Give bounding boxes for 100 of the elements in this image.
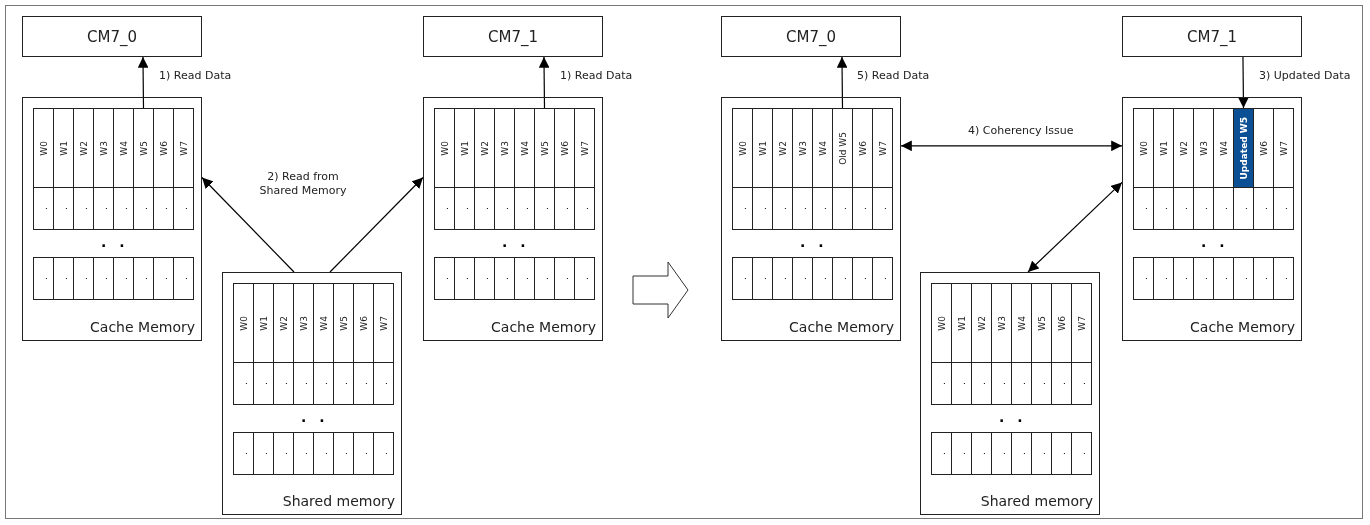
edge-label: 1) Read Data <box>558 69 635 83</box>
memory-cell <box>1071 283 1092 363</box>
memory-label: Cache Memory <box>491 319 596 335</box>
ellipsis-label: . . <box>800 237 828 247</box>
cell-label: . <box>797 207 808 210</box>
cell-label: . <box>278 452 289 455</box>
memory-cell <box>574 257 595 300</box>
core-label: CM7_1 <box>1187 27 1237 46</box>
cell-label: . <box>976 452 987 455</box>
cell-label: . <box>78 207 89 210</box>
memory-cell <box>233 432 254 475</box>
memory-label: Shared memory <box>282 493 395 509</box>
cell-label: . <box>1238 207 1249 210</box>
memory-cell <box>832 257 853 300</box>
memory-cell <box>1193 257 1214 300</box>
memory-cell <box>872 108 893 188</box>
cell-label: . <box>1278 277 1289 280</box>
cell-label: . <box>1076 382 1087 385</box>
memory-cell <box>253 432 274 475</box>
cell-label: . <box>178 207 189 210</box>
cell-label: . <box>479 277 490 280</box>
core-box <box>1122 16 1302 57</box>
memory-label: Shared memory <box>980 493 1093 509</box>
cell-label: . <box>38 207 49 210</box>
cell-label: W7 <box>877 140 888 156</box>
memory-cell <box>173 257 194 300</box>
cell-label: . <box>1258 277 1269 280</box>
cell-label: . <box>258 452 269 455</box>
memory-label: Cache Memory <box>90 319 195 335</box>
cell-label: . <box>499 207 510 210</box>
memory-cell <box>233 362 254 405</box>
memory-cell <box>33 108 54 188</box>
cell-label: . <box>58 207 69 210</box>
memory-cell <box>1031 432 1052 475</box>
cell-label: . <box>38 277 49 280</box>
edge-label: 1) Read Data <box>157 69 234 83</box>
cell-label: . <box>158 277 169 280</box>
cell-label: . <box>996 452 1007 455</box>
core-box <box>22 16 202 57</box>
memory-cell <box>931 432 952 475</box>
cell-label: W0 <box>439 140 450 156</box>
cell-label: W5 <box>138 140 149 156</box>
memory-cell <box>133 257 154 300</box>
core-box <box>423 16 603 57</box>
cell-label: . <box>98 207 109 210</box>
cell-label: . <box>1158 207 1169 210</box>
memory-cell <box>273 432 294 475</box>
cell-label: . <box>439 207 450 210</box>
cell-label: . <box>338 452 349 455</box>
cell-label: . <box>138 277 149 280</box>
cell-label: . <box>118 277 129 280</box>
memory-cell <box>971 432 992 475</box>
cell-label: W4 <box>118 140 129 156</box>
cell-label: . <box>1036 452 1047 455</box>
cell-label: W4 <box>318 315 329 331</box>
memory-cell <box>474 257 495 300</box>
cell-label: . <box>837 277 848 280</box>
memory-cell <box>554 257 575 300</box>
ellipsis-label: . . <box>1201 237 1229 247</box>
cell-label: . <box>338 382 349 385</box>
memory-cell <box>454 257 475 300</box>
cell-label: . <box>158 207 169 210</box>
memory-cell <box>353 432 374 475</box>
memory-cell <box>574 187 595 230</box>
core-label: CM7_0 <box>786 27 836 46</box>
cell-label: . <box>1218 277 1229 280</box>
cell-label: W6 <box>857 140 868 156</box>
memory-cell <box>434 187 455 230</box>
memory-cell <box>732 187 753 230</box>
memory-cell <box>872 257 893 300</box>
cell-label: W1 <box>459 140 470 156</box>
cell-label: . <box>1198 277 1209 280</box>
highlighted-memory-cell <box>1233 108 1254 188</box>
cell-label: . <box>976 382 987 385</box>
cell-label: W7 <box>1278 140 1289 156</box>
cell-label: . <box>519 277 530 280</box>
memory-cell <box>373 432 394 475</box>
memory-block <box>920 272 1100 515</box>
memory-cell <box>1213 257 1234 300</box>
cell-label: . <box>358 382 369 385</box>
cell-label: W4 <box>1016 315 1027 331</box>
arrow <box>201 176 295 273</box>
cell-label: . <box>78 277 89 280</box>
memory-cell <box>1253 257 1274 300</box>
cell-label: . <box>378 452 389 455</box>
cell-label: W5 <box>1036 315 1047 331</box>
cell-label: . <box>956 452 967 455</box>
cell-label: W0 <box>737 140 748 156</box>
cell-label: . <box>318 382 329 385</box>
cell-label: . <box>1016 382 1027 385</box>
cell-label: . <box>579 207 590 210</box>
cell-label: . <box>358 452 369 455</box>
cell-label: W6 <box>1056 315 1067 331</box>
cell-label: . <box>1158 277 1169 280</box>
cell-label: W2 <box>479 140 490 156</box>
memory-cell <box>1051 432 1072 475</box>
cell-label: . <box>1076 452 1087 455</box>
cell-label: W7 <box>378 315 389 331</box>
cell-label: W4 <box>519 140 530 156</box>
cell-label: . <box>459 277 470 280</box>
